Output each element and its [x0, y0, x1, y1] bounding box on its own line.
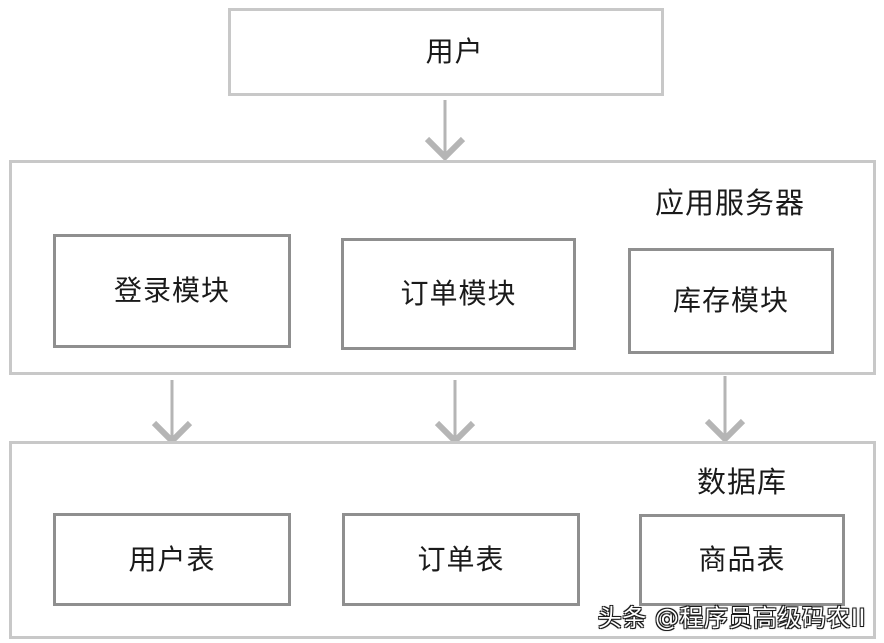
product-table-label: 商品表	[698, 543, 786, 576]
order-module-label: 订单模块	[400, 277, 517, 310]
login-module: 登录模块	[53, 234, 291, 348]
inventory-module-label: 库存模块	[672, 284, 790, 317]
database-title: 数据库	[697, 465, 788, 499]
inventory-module: 库存模块	[628, 248, 834, 354]
order-table: 订单表	[342, 513, 580, 606]
user-label: 用户	[425, 35, 484, 68]
user-node: 用户	[228, 8, 664, 96]
user-table-label: 用户表	[128, 542, 216, 576]
order-module: 订单模块	[341, 238, 576, 350]
user-table: 用户表	[53, 513, 291, 606]
app-server-title: 应用服务器	[655, 186, 806, 220]
login-module-label: 登录模块	[113, 274, 231, 307]
watermark: 头条 @程序员高级码农II	[597, 604, 866, 632]
product-table: 商品表	[639, 514, 845, 606]
order-table-label: 订单表	[417, 542, 505, 576]
